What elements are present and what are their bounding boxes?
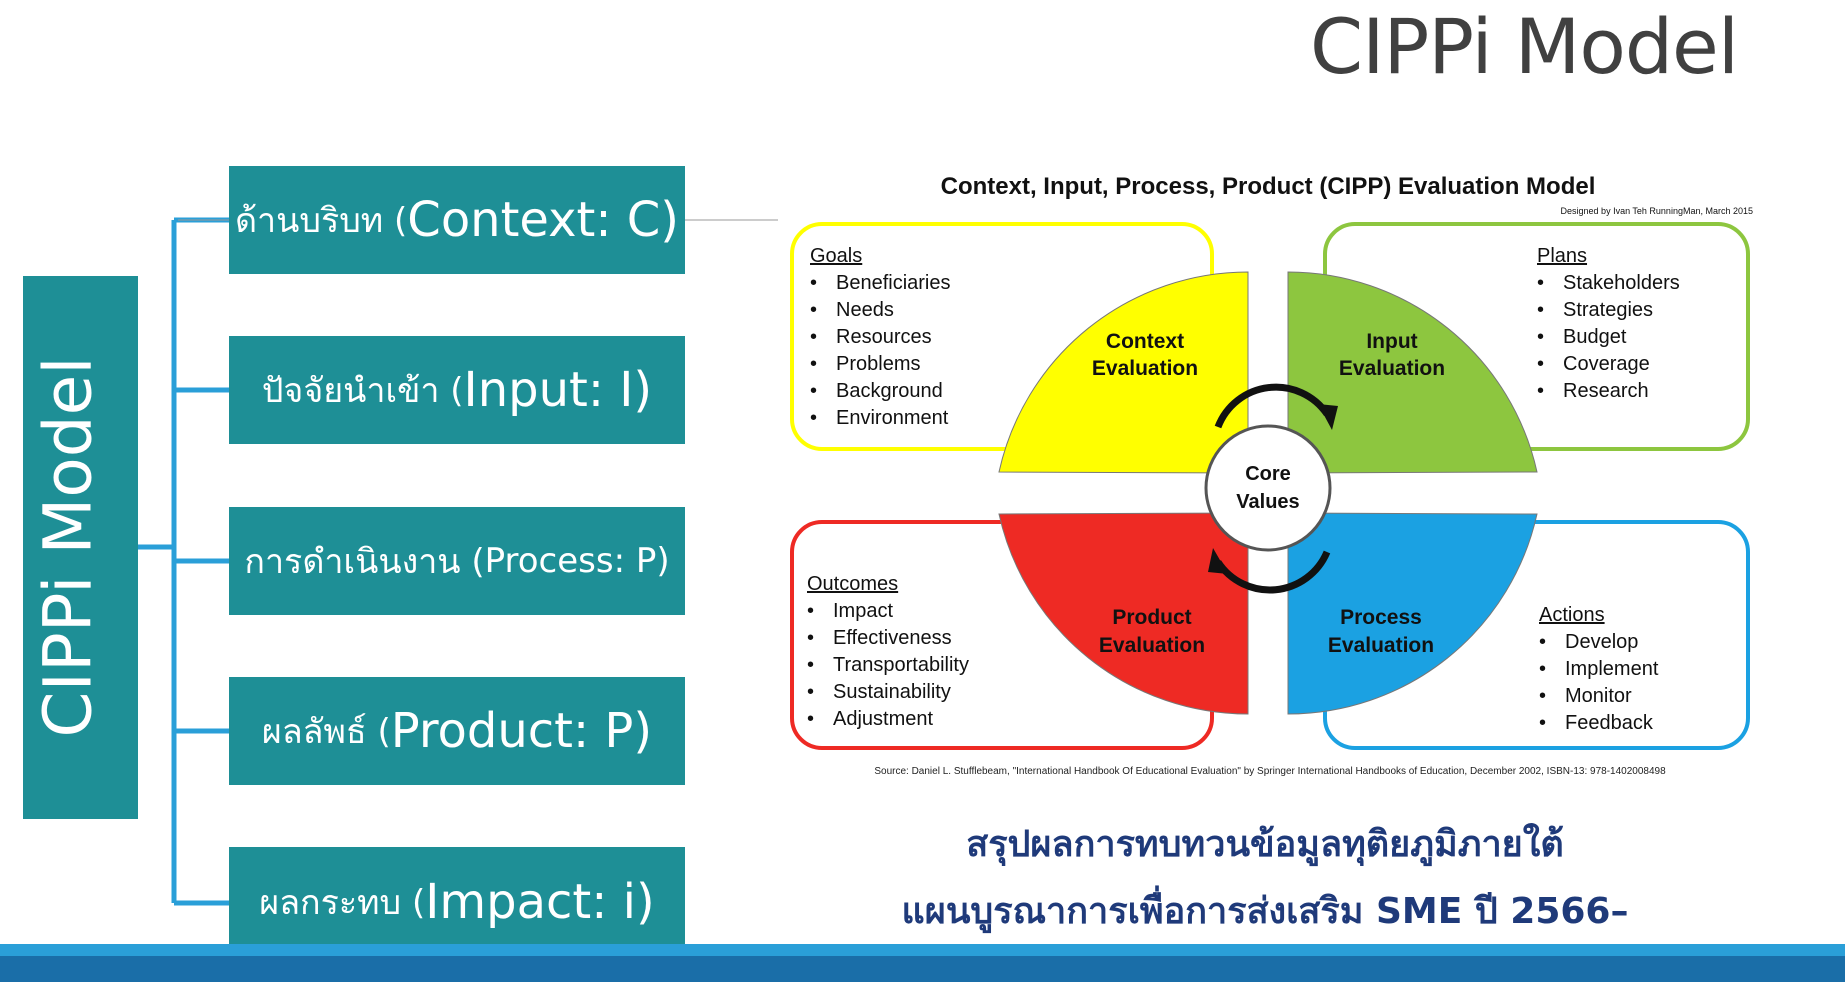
goals-bullet: •: [810, 326, 817, 348]
context-quadrant: [998, 271, 1249, 474]
process-label-1: Process: [1340, 606, 1422, 629]
diagram-title: Context, Input, Process, Product (CIPP) …: [941, 173, 1596, 200]
outcomes-heading: Outcomes: [807, 573, 898, 595]
plans-bullet: •: [1537, 353, 1544, 375]
plans-bullet: •: [1537, 272, 1544, 294]
impact-thai-label: ผลกระทบ (: [259, 883, 426, 923]
sidebar-label: CIPPi Model: [29, 356, 107, 738]
outcomes-bullet: •: [807, 600, 814, 622]
arrow-head-bottom: [1208, 548, 1228, 574]
process-english-label: Process: P): [484, 541, 670, 581]
goals-heading: Goals: [810, 245, 862, 267]
process-box: การดำเนินงาน (Process: P): [229, 507, 685, 615]
plans-item: Strategies: [1563, 299, 1653, 321]
product-english-label: Product: P): [390, 703, 653, 759]
goals-bullet: •: [810, 407, 817, 429]
process-label-2: Evaluation: [1328, 634, 1434, 657]
actions-item: Develop: [1565, 631, 1638, 653]
actions-bullet: •: [1539, 685, 1546, 707]
product-thai-label: ผลลัพธ์ (: [261, 712, 391, 752]
outcomes-bullet: •: [807, 627, 814, 649]
process-quadrant: [1287, 512, 1538, 715]
goals-item: Needs: [836, 299, 894, 321]
plans-item: Research: [1563, 380, 1649, 402]
arrow-head-top: [1318, 404, 1338, 430]
product-box: ผลลัพธ์ (Product: P): [229, 677, 685, 785]
plans-bullet: •: [1537, 299, 1544, 321]
input-label-1: Input: [1366, 330, 1417, 353]
actions-item: Monitor: [1565, 685, 1632, 707]
page-title: CIPPi Model: [1310, 2, 1739, 91]
goals-bullet: •: [810, 380, 817, 402]
actions-bullet: •: [1539, 712, 1546, 734]
context-box: ด้านบริบท (Context: C): [229, 166, 685, 274]
actions-item: Feedback: [1565, 712, 1654, 734]
plans-item: Stakeholders: [1563, 272, 1680, 294]
plans-bullet: •: [1537, 380, 1544, 402]
product-quadrant: [998, 512, 1249, 715]
product-label-1: Product: [1112, 606, 1191, 629]
footer-bar-dark: [0, 956, 1845, 982]
core-label-1: Core: [1245, 463, 1291, 485]
context-thai-label: ด้านบริบท (: [234, 201, 408, 241]
plans-item: Budget: [1563, 326, 1627, 348]
outcomes-bullet: •: [807, 681, 814, 703]
goals-item: Background: [836, 380, 943, 402]
input-quadrant: [1287, 271, 1538, 474]
impact-english-label: Impact: i): [425, 874, 655, 930]
core-values-circle: [1204, 424, 1332, 552]
product-label-2: Evaluation: [1099, 634, 1205, 657]
actions-bullet: •: [1539, 658, 1546, 680]
plans-bullet: •: [1537, 326, 1544, 348]
diagram-credit: Designed by Ivan Teh RunningMan, March 2…: [1561, 206, 1753, 216]
plans-item: Coverage: [1563, 353, 1650, 375]
outcomes-item: Effectiveness: [833, 627, 952, 649]
sidebar-box: [23, 276, 138, 819]
footer-bar-light: [0, 944, 1845, 956]
outcomes-item: Impact: [833, 600, 893, 622]
context-english-label: Context: C): [407, 192, 680, 248]
outcomes-bullet: •: [807, 654, 814, 676]
impact-box: ผลกระทบ (Impact: i): [229, 847, 685, 957]
input-english-label: Input: I): [463, 362, 653, 418]
context-label-2: Evaluation: [1092, 357, 1198, 380]
plans-heading: Plans: [1537, 245, 1587, 267]
summary-line-1: สรุปผลการทบทวนข้อมูลทุติยภูมิภายใต้: [966, 824, 1564, 865]
cycle-arrows: [1214, 383, 1331, 594]
core-label-2: Values: [1236, 491, 1299, 513]
cipp-diagram: Context, Input, Process, Product (CIPP) …: [790, 173, 1753, 777]
outcomes-bullet: •: [807, 708, 814, 730]
actions-heading: Actions: [1539, 604, 1605, 626]
outcomes-item: Transportability: [833, 654, 969, 676]
outcomes-item: Adjustment: [833, 708, 933, 730]
goals-item: Beneficiaries: [836, 272, 951, 294]
goals-bullet: •: [810, 299, 817, 321]
goals-item: Resources: [836, 326, 932, 348]
goals-bullet: •: [810, 272, 817, 294]
actions-bullet: •: [1539, 631, 1546, 653]
goals-item: Problems: [836, 353, 920, 375]
goals-item: Environment: [836, 407, 949, 429]
process-thai-label: การดำเนินงาน (: [244, 542, 485, 582]
input-label-2: Evaluation: [1339, 357, 1445, 380]
goals-bullet: •: [810, 353, 817, 375]
input-box: ปัจจัยนำเข้า (Input: I): [229, 336, 685, 444]
actions-item: Implement: [1565, 658, 1659, 680]
input-thai-label: ปัจจัยนำเข้า (: [261, 371, 464, 411]
context-label-1: Context: [1106, 330, 1184, 353]
source-citation: Source: Daniel L. Stufflebeam, "Internat…: [874, 766, 1666, 777]
outcomes-item: Sustainability: [833, 681, 951, 703]
